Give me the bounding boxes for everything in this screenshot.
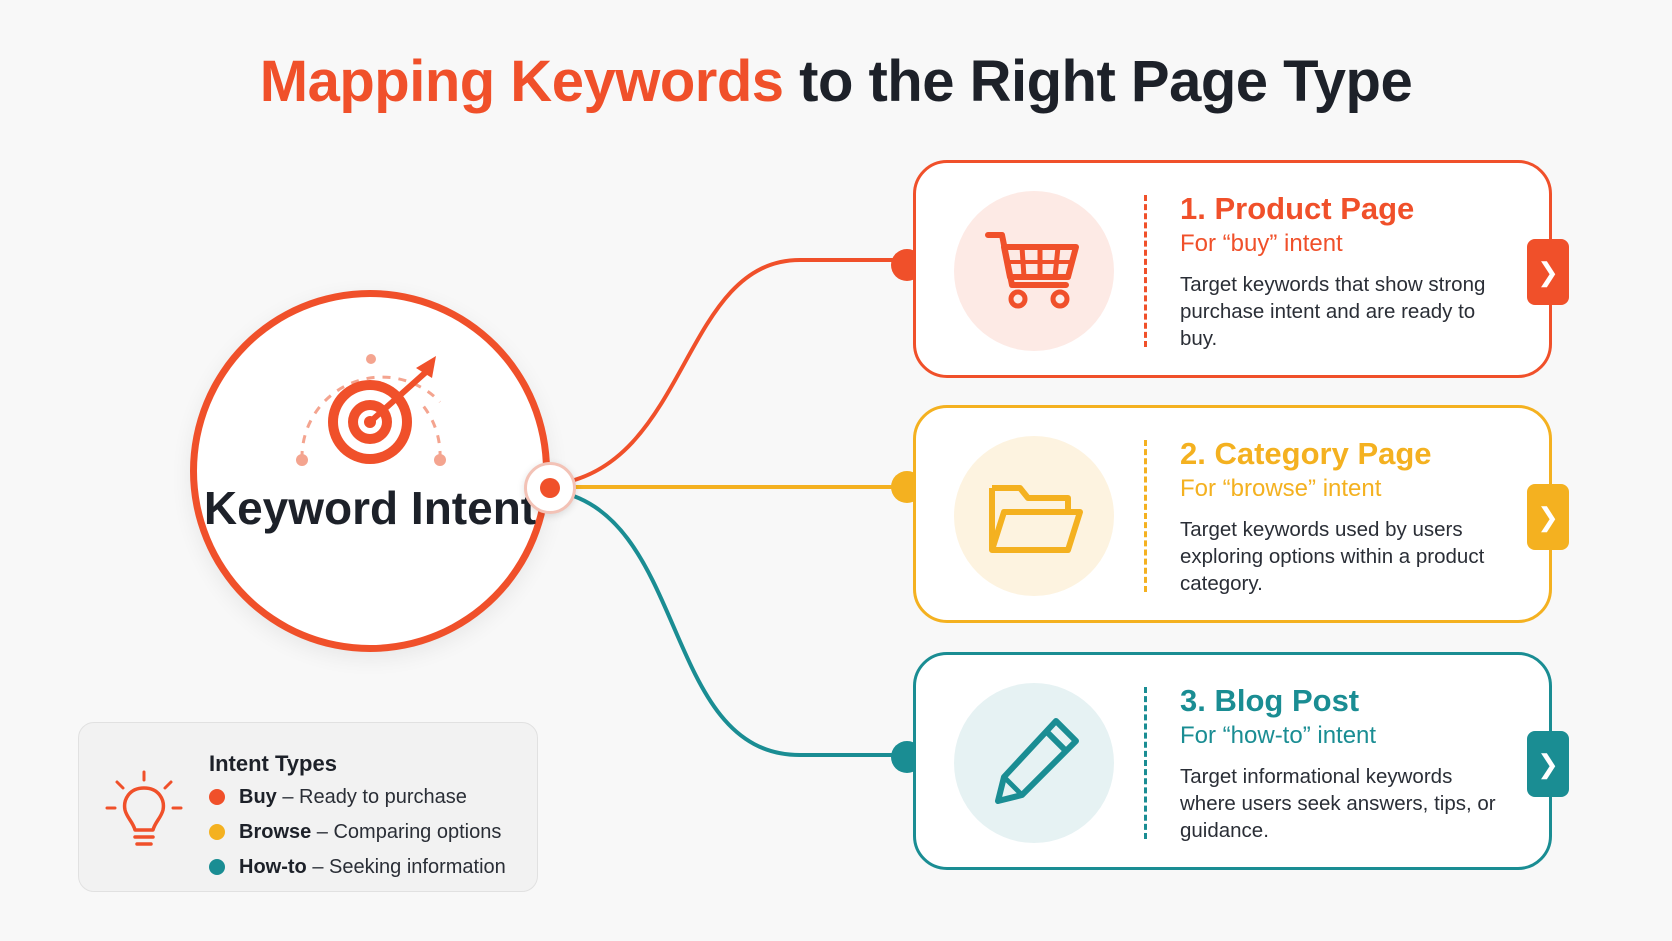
- lightbulb-icon: [105, 770, 183, 846]
- legend-item-name: Buy: [239, 786, 277, 808]
- legend-item-name: How-to: [239, 856, 307, 878]
- card-title: 3. Blog Post: [1180, 683, 1360, 718]
- title-rest: to the Right Page Type: [783, 49, 1413, 114]
- dashed-divider: [1144, 195, 1147, 347]
- connector-howto: [549, 488, 900, 757]
- legend-item-browse: Browse – Comparing options: [209, 818, 501, 846]
- chevron-right-icon[interactable]: ❯: [1527, 239, 1569, 305]
- card-product-page: 1. Product Page For “buy” intent Target …: [913, 160, 1569, 378]
- page-title: Mapping Keywords to the Right Page Type: [0, 48, 1672, 116]
- legend-item-text: – Comparing options: [311, 821, 502, 843]
- card-category-page: 2. Category Page For “browse” intent Tar…: [913, 405, 1569, 623]
- legend-dot: [209, 789, 225, 805]
- legend-item-name: Browse: [239, 821, 312, 843]
- dashed-divider: [1144, 687, 1147, 839]
- title-highlight: Mapping Keywords: [259, 49, 784, 114]
- legend-item-text: – Seeking information: [306, 856, 506, 878]
- shopping-cart-icon: [985, 232, 1079, 309]
- chevron-right-icon[interactable]: ❯: [1527, 731, 1569, 797]
- card-subtitle: For “buy” intent: [1180, 230, 1343, 257]
- card-title: 1. Product Page: [1180, 191, 1415, 226]
- intent-types-legend: Intent Types Buy – Ready to purchase Bro…: [78, 722, 538, 892]
- legend-item-buy: Buy – Ready to purchase: [209, 783, 467, 811]
- legend-dot: [209, 859, 225, 875]
- card-subtitle: For “browse” intent: [1180, 475, 1382, 502]
- card-blog-post: 3. Blog Post For “how-to” intent Target …: [913, 652, 1569, 870]
- dashed-divider: [1144, 440, 1147, 592]
- legend-title: Intent Types: [209, 751, 337, 776]
- card-subtitle: For “how-to” intent: [1180, 722, 1377, 749]
- card-description: Target informational keywords where user…: [1180, 765, 1496, 842]
- legend-item-text: – Ready to purchase: [276, 786, 467, 808]
- target-arrow-icon: [296, 354, 446, 466]
- card-description: Target keywords that show strong purchas…: [1180, 273, 1486, 350]
- icon-circle: [954, 683, 1114, 843]
- hub-junction-node: [524, 462, 576, 514]
- hub-title: Keyword Intent: [203, 482, 537, 534]
- icon-circle: [954, 191, 1114, 351]
- folder-icon: [989, 485, 1083, 553]
- pencil-icon: [995, 718, 1079, 804]
- connector-buy: [549, 258, 900, 487]
- card-title: 2. Category Page: [1180, 436, 1432, 471]
- card-description: Target keywords used by users exploring …: [1180, 518, 1485, 595]
- legend-dot: [209, 824, 225, 840]
- chevron-right-icon[interactable]: ❯: [1527, 484, 1569, 550]
- legend-item-howto: How-to – Seeking information: [209, 853, 506, 881]
- keyword-intent-hub: Keyword Intent: [190, 290, 550, 652]
- icon-circle: [954, 436, 1114, 596]
